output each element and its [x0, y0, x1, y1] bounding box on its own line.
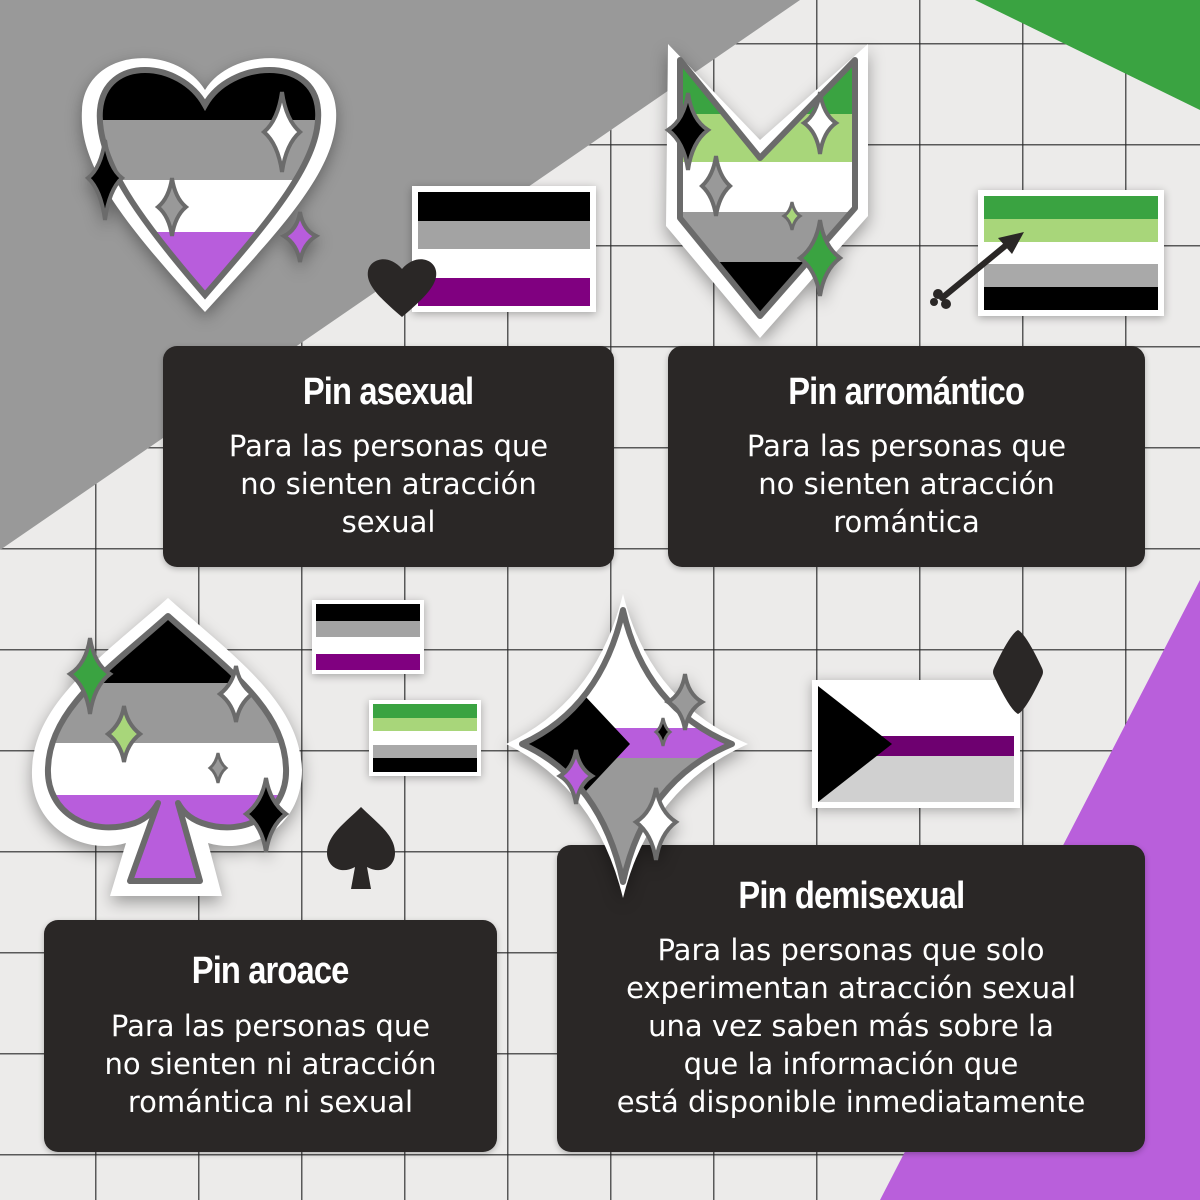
heart-icon	[367, 259, 437, 317]
aromantic-info-card: Pin arromántico Para las personas que no…	[668, 346, 1145, 567]
flag-stripe	[373, 731, 477, 745]
sparkle-icon	[796, 219, 844, 297]
flag-stripe	[984, 241, 1158, 265]
flag-stripe	[984, 218, 1158, 242]
card-description: Para las personas que no sienten atracci…	[746, 429, 1067, 540]
green-corner-triangle	[975, 0, 1200, 110]
flag-stripe	[418, 249, 590, 278]
flag-stripe	[418, 220, 590, 249]
demisexual-diamond-pin	[506, 594, 748, 898]
card-description: Para las personas que no sienten ni atra…	[104, 1008, 437, 1119]
sparkle-icon	[66, 637, 114, 715]
flag-stripe	[373, 758, 477, 772]
flag-stripe	[316, 620, 420, 637]
arrow-icon	[930, 232, 1024, 309]
aromantic-flag	[978, 190, 1164, 316]
sparkle-icon	[242, 777, 290, 853]
asexual-info-card: Pin asexual Para las personas que no sie…	[163, 346, 614, 567]
flag-stripe	[984, 287, 1158, 310]
card-title: Pin aroace	[192, 950, 350, 993]
flag-stripe	[418, 277, 590, 306]
aromantic-small-flag	[369, 700, 481, 776]
aroace-info-card: Pin aroace Para las personas que no sien…	[44, 920, 497, 1152]
asexual-heart-pin	[81, 58, 337, 312]
sparkle-icon	[699, 155, 733, 217]
sparkle-icon	[216, 665, 256, 723]
sparkle-icon	[260, 91, 304, 173]
demisexual-info-card: Pin demisexual Para las personas que sol…	[557, 845, 1145, 1152]
flag-stripe	[316, 637, 420, 654]
flag-stripe	[984, 264, 1158, 288]
diamond-icon	[993, 630, 1043, 714]
sparkle-icon	[632, 787, 680, 861]
sparkle-icon	[104, 705, 144, 763]
card-title: Pin arromántico	[788, 370, 1026, 413]
sparkle-icon	[154, 177, 190, 237]
flag-stripe	[984, 196, 1158, 219]
asexual-flag	[412, 186, 596, 312]
flag-stripe	[373, 717, 477, 732]
sparkle-icon	[664, 92, 712, 171]
flag-stripe	[373, 744, 477, 759]
flag-stripe	[418, 192, 590, 221]
aromantic-chevron-pin	[664, 44, 868, 338]
card-title: Pin demisexual	[738, 874, 965, 917]
card-title: Pin asexual	[303, 370, 474, 413]
sparkle-icon	[653, 717, 673, 747]
card-description: Para las personas que solo experimentan …	[616, 933, 1086, 1120]
flag-stripe	[373, 704, 477, 718]
flag-stripe	[316, 604, 420, 621]
demisexual-flag	[812, 680, 1020, 808]
sparkle-icon	[84, 139, 126, 221]
spade-icon	[327, 807, 395, 889]
sparkle-icon	[556, 749, 596, 805]
sparkle-icon	[279, 211, 321, 263]
sparkle-icon	[781, 201, 803, 231]
flag-stripe	[316, 653, 420, 670]
aroace-spade-pin	[31, 598, 303, 896]
sparkle-icon	[207, 752, 229, 784]
sparkle-icon	[800, 91, 840, 155]
sparkle-icon	[663, 673, 707, 731]
card-description: Para las personas que no sienten atracci…	[228, 429, 549, 540]
asexual-small-flag	[312, 600, 424, 674]
